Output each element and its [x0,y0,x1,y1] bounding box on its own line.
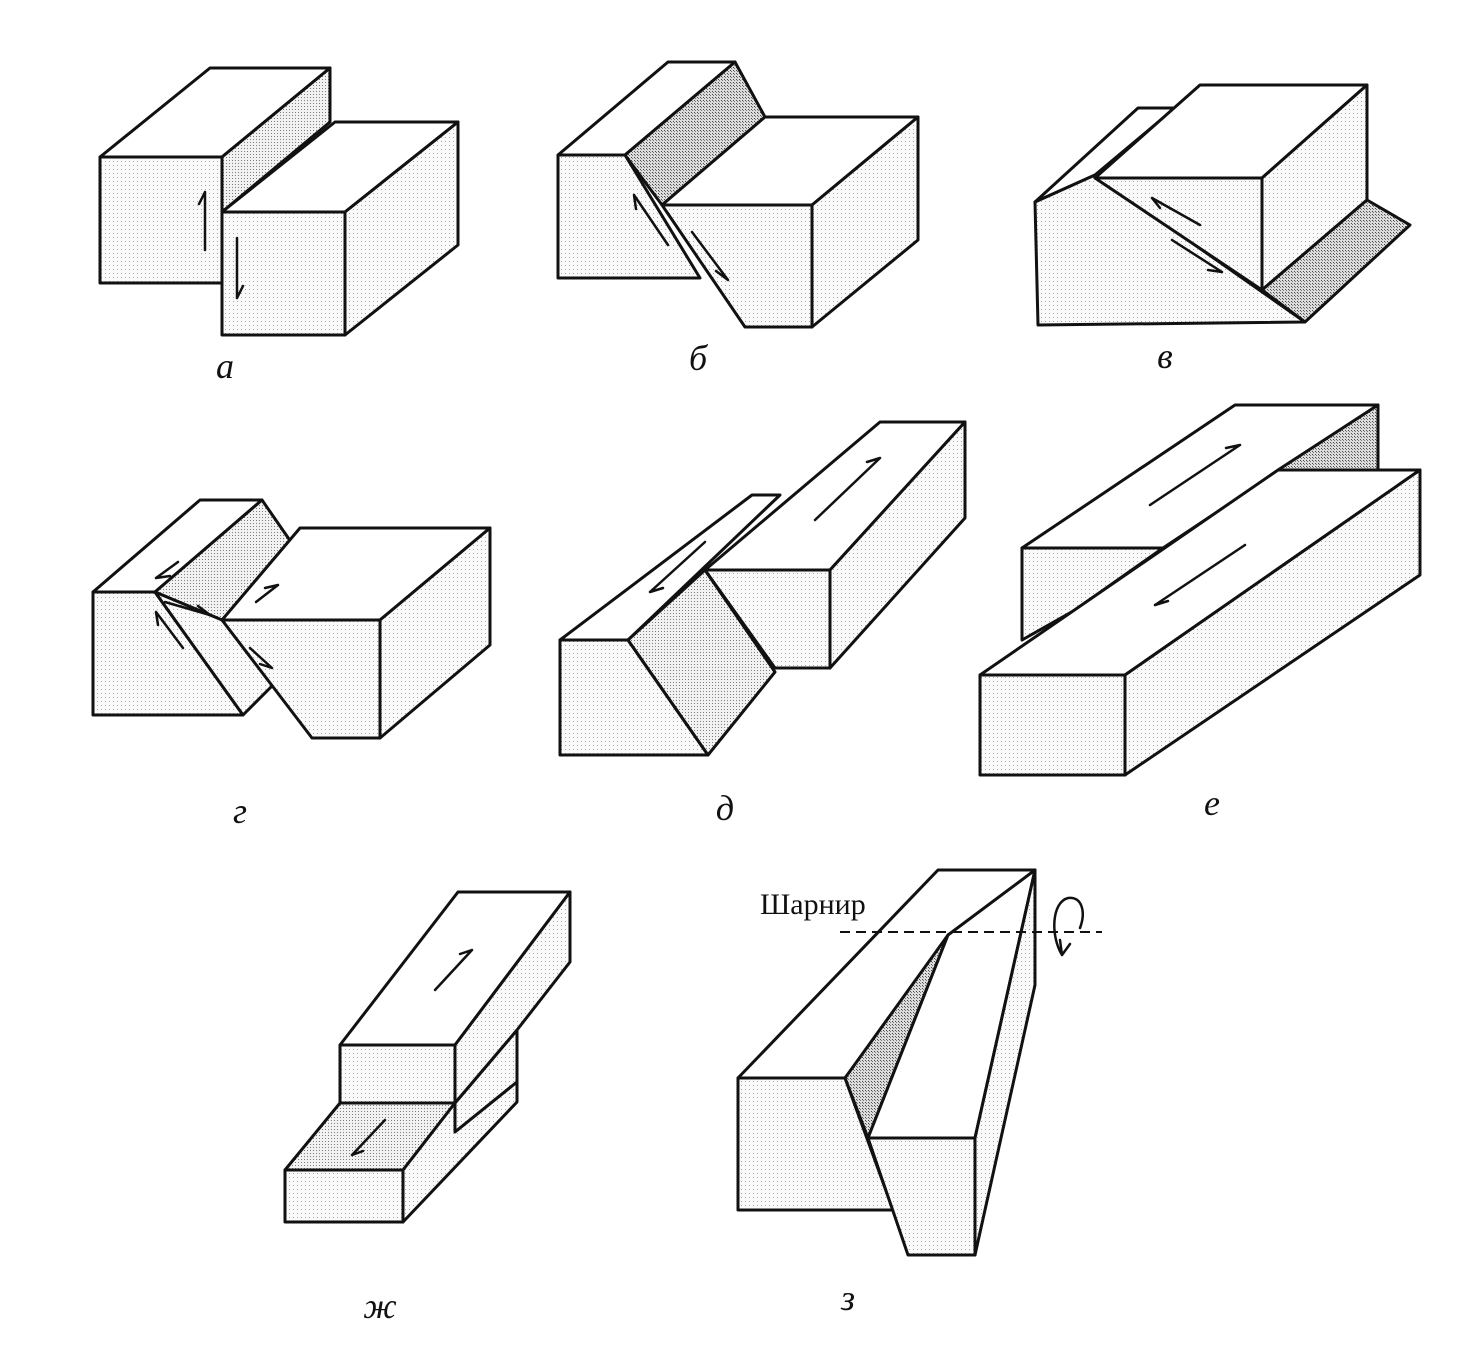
panel-g: г [91,498,492,831]
slip-arrow-icon [197,190,207,252]
block-front [283,1168,405,1224]
panel-zh: ж [283,890,572,1326]
panel-v: в [1033,83,1412,376]
slip-arrow-icon [235,236,245,300]
panel-z: Шарнир з [736,868,1102,1318]
panel-b: б [556,60,920,378]
hinge-label: Шарнир [760,888,866,921]
block-front [556,153,702,280]
panel-label: а [216,346,234,386]
block-side [343,120,460,337]
slip-arrow-icon [248,646,274,670]
slip-arrow-icon [154,610,185,650]
slip-arrow-icon [163,600,212,617]
block-side [828,420,967,670]
slip-arrow-icon [632,193,670,247]
panel-label: ж [363,1286,397,1326]
block-front [98,155,224,285]
slip-arrow-icon [154,560,180,580]
block-side [453,890,572,1105]
fault-plane [1260,198,1412,324]
panel-label: в [1157,336,1173,376]
panel-label: е [1204,783,1220,823]
panel-label: г [233,791,247,831]
panel-e: е [978,403,1422,823]
panel-d: д [558,420,967,828]
slip-arrow-icon [1150,196,1202,227]
block-side [973,868,1037,1257]
slip-arrow-icon [690,230,730,282]
rotation-arrow-icon [1053,896,1084,957]
panel-label: б [689,338,709,378]
block-front [220,210,347,337]
block-side [1123,468,1422,777]
block-front [338,1043,457,1105]
slip-arrow-icon [1170,238,1224,274]
block-side [378,526,492,740]
slip-arrow-icon [1153,543,1247,607]
slip-arrow-icon [813,456,882,522]
fault-plane [626,568,777,757]
panel-a: а [98,66,460,386]
slip-arrow-icon [254,583,280,604]
panel-label: д [716,788,734,828]
block-front [978,673,1127,777]
block-side [810,115,920,329]
slip-arrow-icon [1148,443,1242,507]
slip-arrow-icon [648,540,707,594]
panel-label: з [840,1278,855,1318]
fault-plane [220,66,332,214]
slip-arrow-icon [433,948,474,992]
slip-arrow-icon [350,1118,387,1157]
